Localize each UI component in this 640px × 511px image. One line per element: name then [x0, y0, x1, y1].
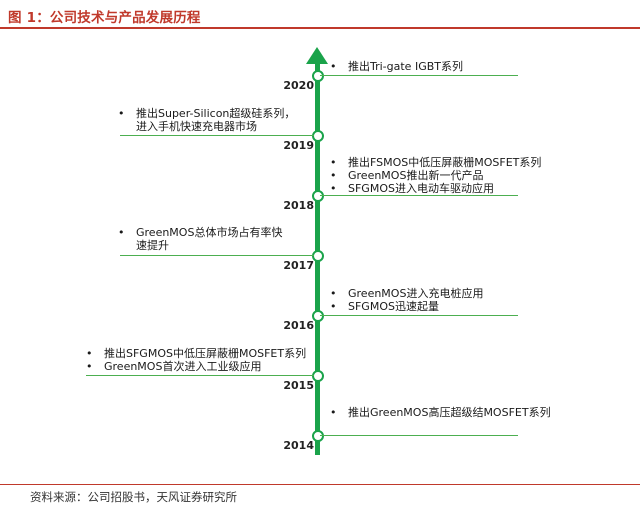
bullet-icon: •	[330, 287, 337, 300]
event-2018-item-1: • 推出FSMOS中低压屏蔽栅MOSFET系列	[330, 156, 541, 169]
event-text: GreenMOS总体市场占有率快	[136, 226, 283, 239]
title-rule	[0, 27, 640, 29]
bullet-icon: •	[330, 406, 337, 419]
timeline-node-2016	[312, 310, 324, 322]
event-text: SFGMOS迅速起量	[348, 300, 439, 313]
year-label-2017: 2017	[283, 259, 314, 272]
connector-line-2019	[120, 135, 314, 136]
connector-line-2016	[320, 315, 518, 316]
bullet-icon: •	[330, 156, 337, 169]
event-2017-item: • GreenMOS总体市场占有率快 速提升	[118, 226, 282, 252]
year-label-2018: 2018	[283, 199, 314, 212]
year-label-2019: 2019	[283, 139, 314, 152]
event-text: 速提升	[136, 239, 169, 252]
year-label-2020: 2020	[283, 79, 314, 92]
connector-line-2020	[320, 75, 518, 76]
bullet-icon: •	[330, 300, 337, 313]
connector-line-2017	[120, 255, 314, 256]
timeline-node-2020	[312, 70, 324, 82]
footer-rule	[0, 484, 640, 485]
event-2020-item: • 推出Tri-gate IGBT系列	[330, 60, 463, 73]
event-2015-item-1: • 推出SFGMOS中低压屏蔽栅MOSFET系列	[86, 347, 306, 360]
timeline-node-2019	[312, 130, 324, 142]
event-text: 推出Super-Silicon超级硅系列，	[136, 107, 296, 120]
bullet-icon: •	[330, 169, 337, 182]
event-text: 推出GreenMOS高压超级结MOSFET系列	[348, 406, 551, 419]
year-label-2016: 2016	[283, 319, 314, 332]
bullet-icon: •	[330, 60, 337, 73]
timeline-node-2014	[312, 430, 324, 442]
connector-line-2014	[320, 435, 518, 436]
event-2018-item-2: • GreenMOS推出新一代产品	[330, 169, 483, 182]
event-text: GreenMOS首次进入工业级应用	[104, 360, 262, 373]
event-2016-item-1: • GreenMOS进入充电桩应用	[330, 287, 483, 300]
timeline-node-2018	[312, 190, 324, 202]
event-text: 进入手机快速充电器市场	[136, 120, 257, 133]
bullet-icon: •	[330, 182, 337, 195]
connector-line-2015	[86, 375, 314, 376]
up-arrow-icon	[306, 47, 328, 64]
event-text: SFGMOS进入电动车驱动应用	[348, 182, 494, 195]
event-2019-item: • 推出Super-Silicon超级硅系列， 进入手机快速充电器市场	[118, 107, 295, 133]
event-2015-item-2: • GreenMOS首次进入工业级应用	[86, 360, 261, 373]
event-2014-item: • 推出GreenMOS高压超级结MOSFET系列	[330, 406, 551, 419]
timeline-node-2015	[312, 370, 324, 382]
event-2016-item-2: • SFGMOS迅速起量	[330, 300, 439, 313]
figure-title: 图 1：公司技术与产品发展历程	[8, 10, 201, 26]
event-text: 推出Tri-gate IGBT系列	[348, 60, 463, 73]
bullet-icon: •	[86, 360, 93, 373]
event-text: GreenMOS进入充电桩应用	[348, 287, 484, 300]
event-text: 推出FSMOS中低压屏蔽栅MOSFET系列	[348, 156, 542, 169]
source-note: 资料来源：公司招股书，天风证券研究所	[30, 490, 237, 504]
year-label-2015: 2015	[283, 379, 314, 392]
event-text: 推出SFGMOS中低压屏蔽栅MOSFET系列	[104, 347, 307, 360]
year-label-2014: 2014	[283, 439, 314, 452]
connector-line-2018	[320, 195, 518, 196]
bullet-icon: •	[86, 347, 93, 360]
event-text: GreenMOS推出新一代产品	[348, 169, 484, 182]
bullet-icon: •	[118, 226, 125, 239]
timeline-node-2017	[312, 250, 324, 262]
bullet-icon: •	[118, 107, 125, 120]
event-2018-item-3: • SFGMOS进入电动车驱动应用	[330, 182, 494, 195]
